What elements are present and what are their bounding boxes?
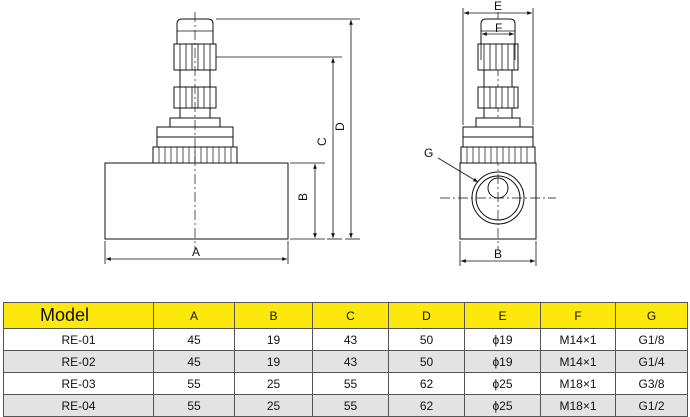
table-row: RE-03 55 25 55 62 ϕ25 M18×1 G3/8 (3, 372, 688, 395)
header-c: C (312, 302, 389, 329)
dim-label-e: E (494, 0, 502, 13)
technical-drawing: A B C D (104, 0, 556, 266)
cell-a: 55 (153, 372, 235, 395)
cell-f: M18×1 (540, 372, 616, 395)
side-dimensions (437, 8, 537, 266)
dim-label-f: F (495, 21, 502, 35)
cell-c: 55 (312, 372, 389, 395)
cell-b: 19 (234, 350, 313, 373)
table-row: RE-02 45 19 43 50 ϕ19 M14×1 G1/4 (3, 350, 688, 373)
dim-label-b-side: B (494, 247, 502, 261)
header-model: Model (3, 302, 154, 329)
callout-label-g: G (424, 146, 433, 160)
front-dimensions (104, 18, 360, 264)
side-view (440, 12, 556, 250)
cell-a: 45 (153, 350, 235, 373)
valve-body (104, 162, 289, 240)
table-row: RE-01 45 19 43 50 ϕ19 M14×1 G1/8 (3, 328, 688, 351)
cell-b: 19 (234, 328, 313, 351)
header-e: E (464, 302, 541, 329)
cell-d: 62 (388, 394, 465, 417)
cell-e: ϕ19 (464, 328, 541, 351)
cell-e: ϕ25 (464, 372, 541, 395)
spec-table: Model A B C D E F G RE-01 45 19 43 50 ϕ1… (3, 302, 688, 417)
cell-model: RE-01 (3, 328, 154, 351)
dim-label-c: C (315, 137, 329, 146)
header-d: D (388, 302, 465, 329)
header-b: B (234, 302, 313, 329)
header-a: A (153, 302, 235, 329)
cell-model: RE-02 (3, 350, 154, 373)
header-g: G (615, 302, 688, 329)
cell-c: 43 (312, 328, 389, 351)
cell-f: M14×1 (540, 350, 616, 373)
front-view (104, 12, 289, 250)
cell-e: ϕ19 (464, 350, 541, 373)
cell-b: 25 (234, 372, 313, 395)
cell-f: M14×1 (540, 328, 616, 351)
table-row: RE-04 55 25 55 62 ϕ25 M18×1 G1/2 (3, 394, 688, 417)
cell-f: M18×1 (540, 394, 616, 417)
header-f: F (540, 302, 616, 329)
cell-g: G1/8 (615, 328, 688, 351)
dim-label-a: A (192, 245, 200, 259)
cell-b: 25 (234, 394, 313, 417)
cell-g: G3/8 (615, 372, 688, 395)
cell-a: 55 (153, 394, 235, 417)
cell-a: 45 (153, 328, 235, 351)
cell-c: 55 (312, 394, 389, 417)
cell-d: 50 (388, 350, 465, 373)
cell-g: G1/2 (615, 394, 688, 417)
cell-e: ϕ25 (464, 394, 541, 417)
table-header-row: Model A B C D E F G (3, 302, 688, 329)
cell-g: G1/4 (615, 350, 688, 373)
dim-label-d: D (333, 122, 347, 131)
cell-model: RE-03 (3, 372, 154, 395)
cell-d: 50 (388, 328, 465, 351)
cell-model: RE-04 (3, 394, 154, 417)
cell-d: 62 (388, 372, 465, 395)
dim-label-b: B (296, 193, 310, 201)
cell-c: 43 (312, 350, 389, 373)
